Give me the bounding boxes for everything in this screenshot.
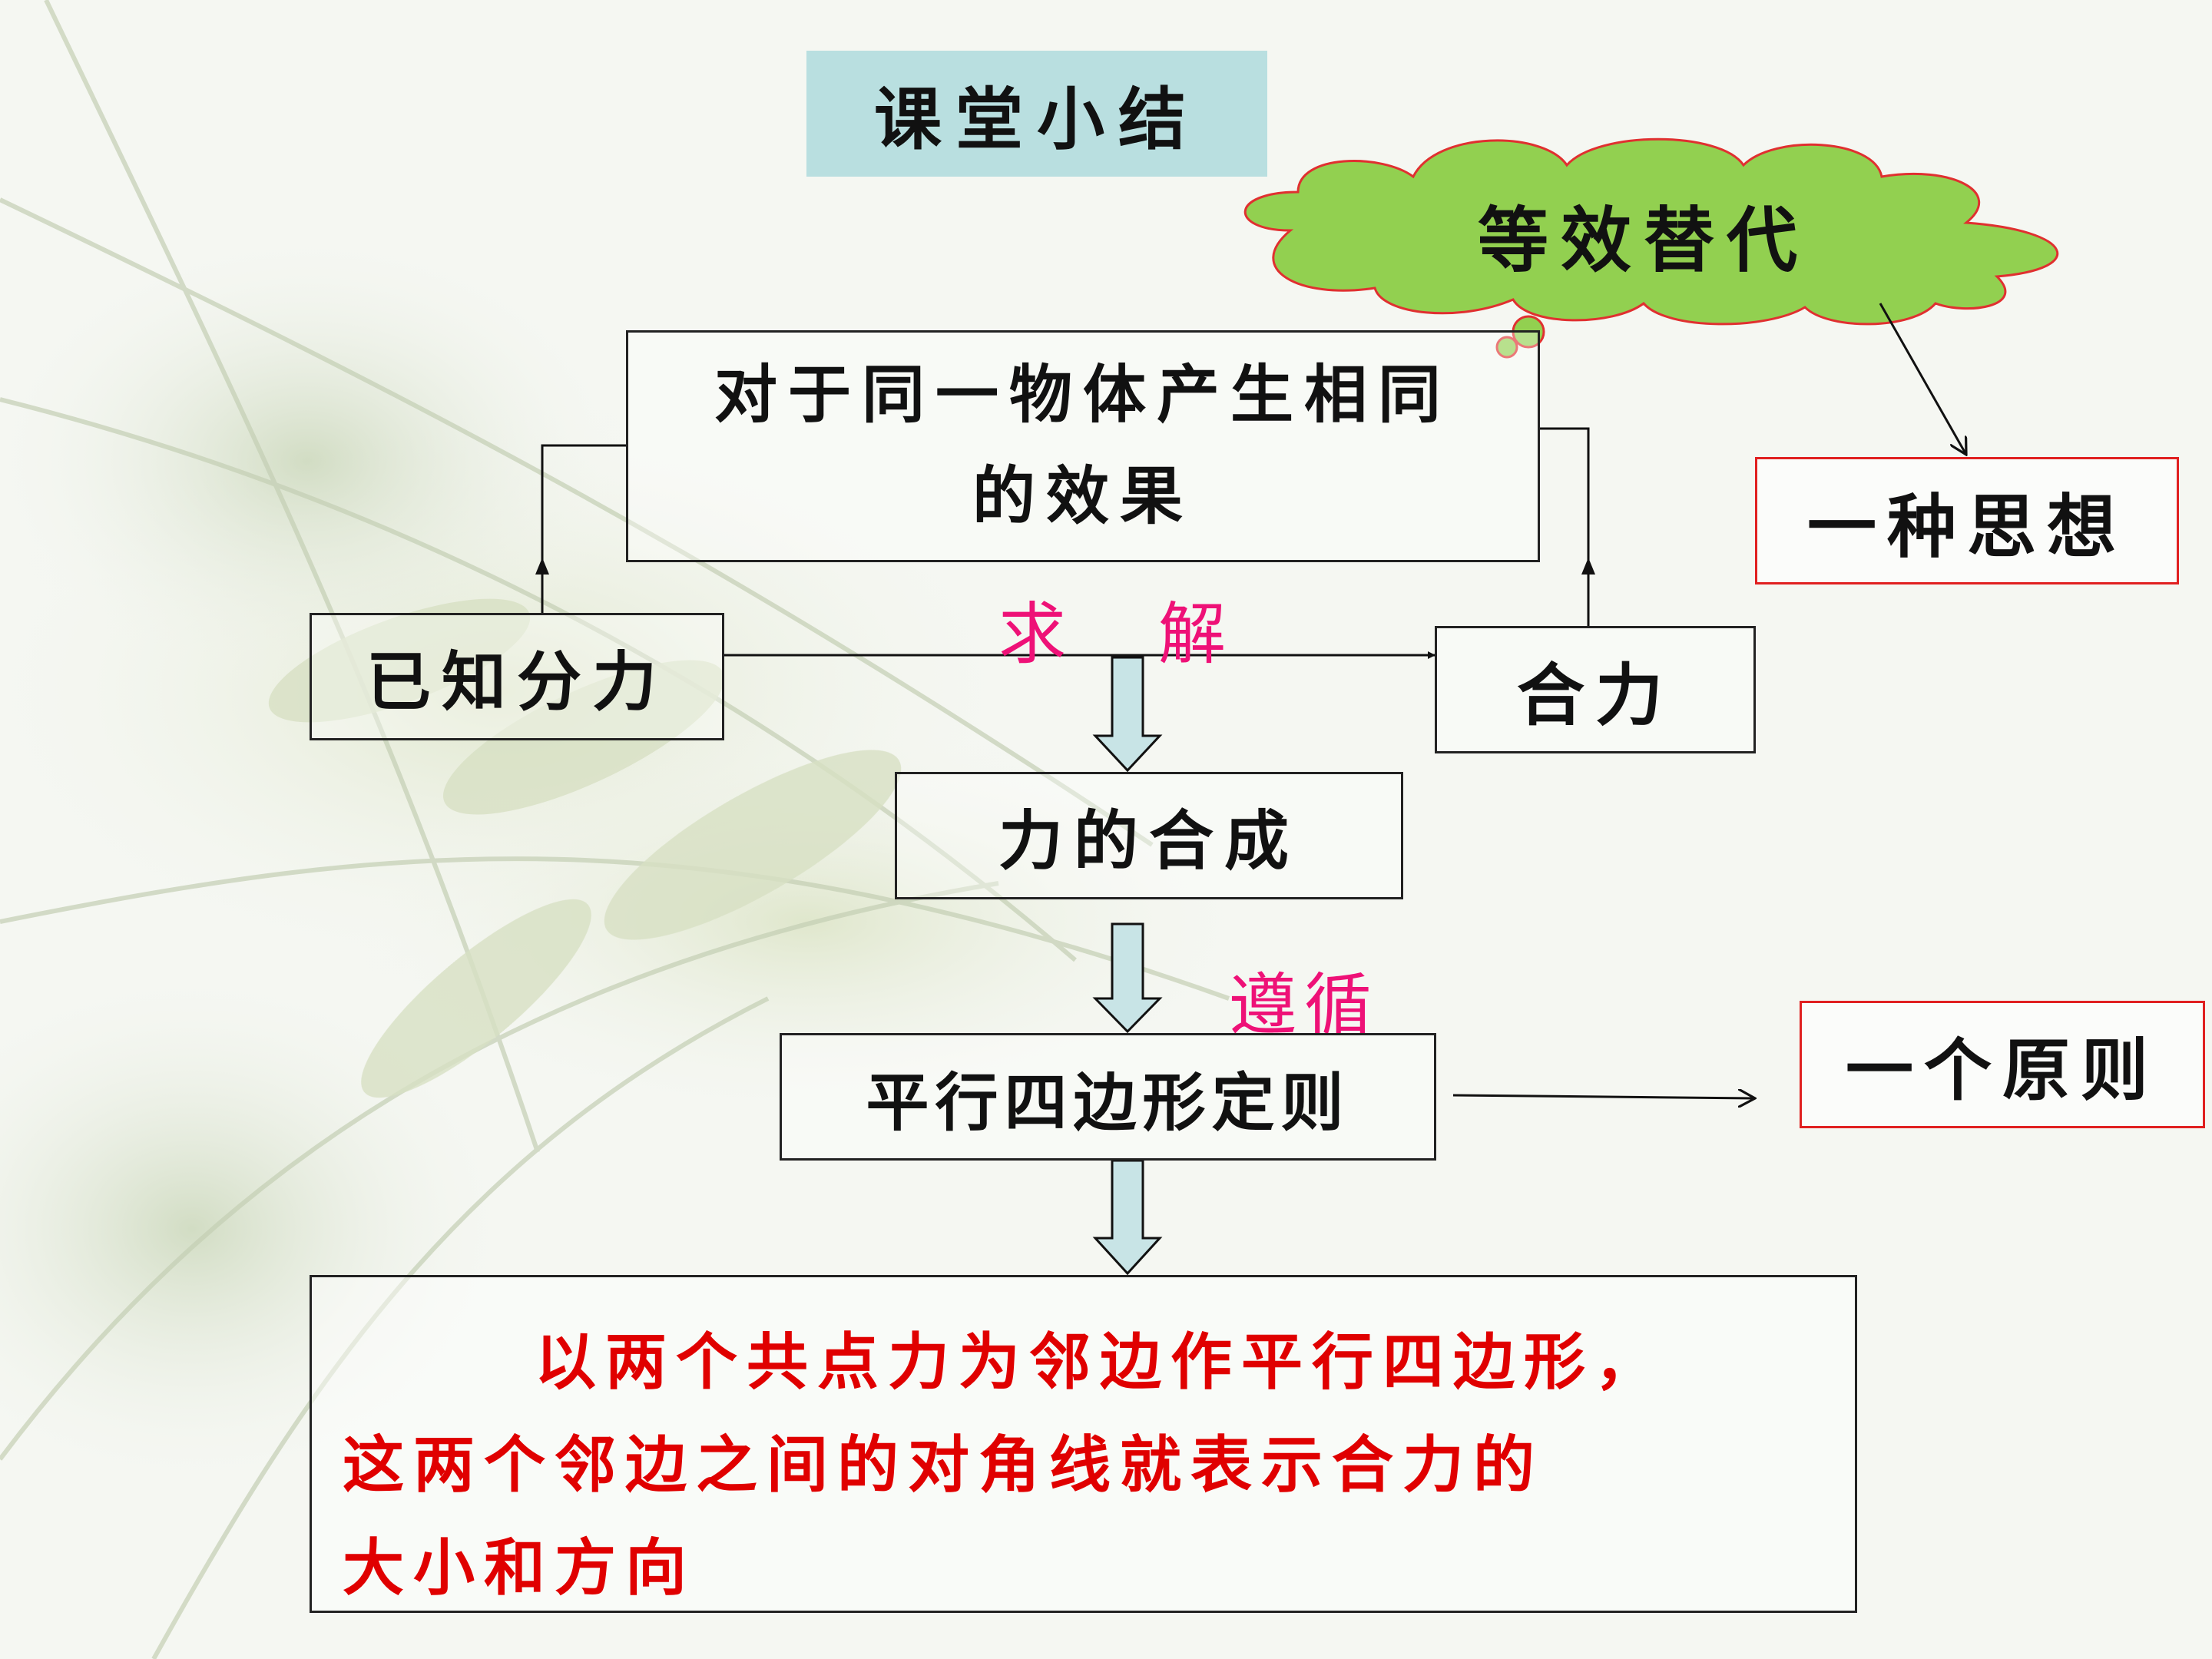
idea-box: 一种思想 [1755,457,2179,584]
solve-label: 求解 [998,580,1318,677]
effect-box-line1: 对于同一物体产生相同 [714,345,1452,446]
description-line3: 大小和方向 [343,1517,1832,1620]
parallelogram-rule-box: 平行四边形定则 [780,1033,1436,1161]
page-title: 课堂小结 [806,51,1267,177]
description-line2: 这两个邻边之间的对角线就表示合力的 [343,1414,1832,1517]
description-line1: 以两个共点力为邻边作平行四边形， [343,1311,1832,1414]
resultant-force-box: 合力 [1435,626,1756,753]
cloud-label: 等效替代 [1367,184,1920,284]
force-synthesis-box: 力的合成 [895,772,1403,899]
effect-box: 对于同一物体产生相同 的效果 [626,330,1540,562]
description-box: 以两个共点力为邻边作平行四边形， 这两个邻边之间的对角线就表示合力的 大小和方向 [310,1275,1857,1613]
principle-box: 一个原则 [1800,1001,2205,1128]
known-force-box: 已知分力 [310,613,724,740]
effect-box-line2: 的效果 [714,446,1452,548]
